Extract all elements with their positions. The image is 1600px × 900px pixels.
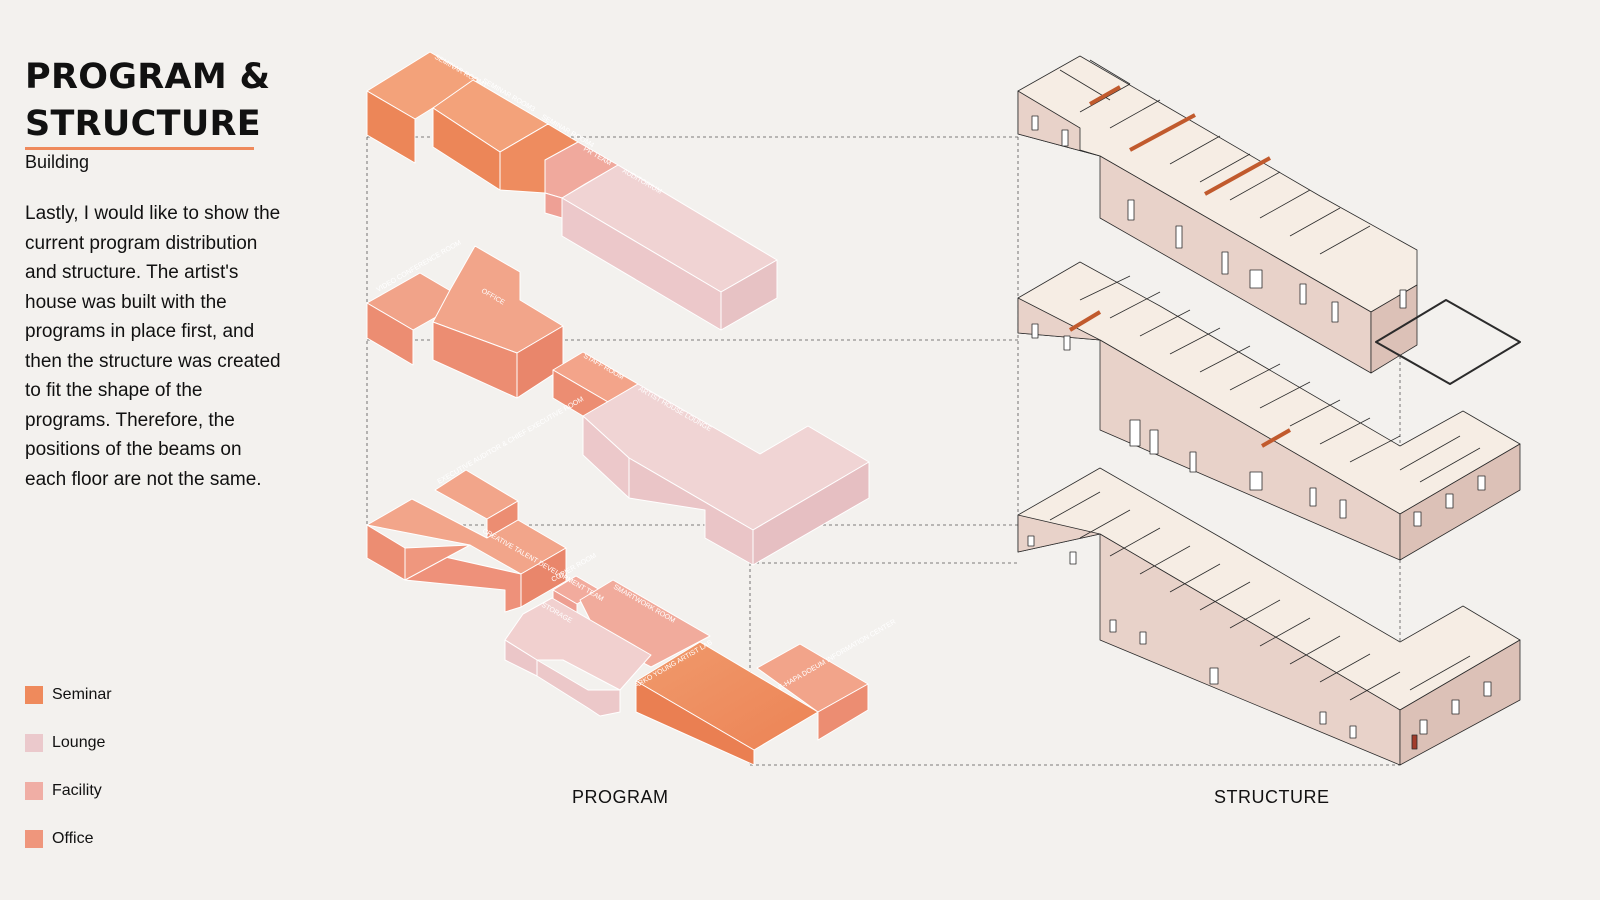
lounge-side <box>752 461 870 566</box>
legend-swatch-seminar <box>25 686 43 704</box>
structure-floor-1 <box>1017 467 1521 766</box>
auditorium-side <box>720 259 778 331</box>
video-conference-side <box>366 302 414 366</box>
title-line-2: STRUCTURE <box>25 104 261 144</box>
legend-swatch-facility <box>25 782 43 800</box>
legend-item-lounge: Lounge <box>25 734 165 752</box>
floor-3-windows <box>1031 115 1407 323</box>
program-floor-1 <box>366 469 869 766</box>
creative-talent-top <box>366 498 567 575</box>
floor-1-front-wall <box>1017 514 1401 766</box>
floor-1-door <box>1411 734 1418 750</box>
floor-2-beams <box>1068 310 1291 448</box>
creative-front-a <box>366 524 406 581</box>
floor-2-side-wall <box>1399 443 1521 561</box>
floor-1-windows <box>1027 535 1492 739</box>
legend-label: Lounge <box>52 734 106 751</box>
legend-item-facility: Facility <box>25 782 165 800</box>
floor-3-beams <box>1089 85 1271 196</box>
arko-lab-front <box>635 680 755 766</box>
legend-item-seminar: Seminar <box>25 686 165 704</box>
description-text: Lastly, I would like to show the current… <box>25 203 281 490</box>
pr-team-side <box>544 192 563 219</box>
legend-item-office: Office <box>25 830 165 848</box>
floor-3-terrace <box>1375 299 1521 385</box>
legend-swatch-office <box>25 830 43 848</box>
floor-2-interior-walls <box>1079 275 1481 483</box>
legend-swatch-lounge <box>25 734 43 752</box>
program-floor-2 <box>366 245 870 566</box>
floor-3-interior-walls <box>1059 59 1371 255</box>
legend-label: Office <box>52 830 94 847</box>
legend-label: Seminar <box>52 686 112 703</box>
title-underline <box>25 147 254 150</box>
storage-front-b <box>536 659 621 717</box>
floor-2-windows <box>1031 323 1486 527</box>
information-center-side <box>817 683 869 741</box>
creative-side <box>520 547 567 608</box>
structure-floor-3 <box>1017 55 1521 385</box>
floor-1-interior-walls <box>1049 491 1471 701</box>
structure-floor-2 <box>1017 261 1521 561</box>
seminar-room1-side <box>366 90 416 164</box>
program-caption: PROGRAM <box>572 787 669 807</box>
program-floor-3 <box>366 51 778 331</box>
legend-label: Facility <box>52 782 102 799</box>
creative-front-c <box>404 544 471 581</box>
label-executive-room: EXECUTIVE AUDITOR & CHIEF EXECUTIVE ROOM <box>437 396 586 486</box>
floor-1-side-wall <box>1399 639 1521 766</box>
structure-caption: STRUCTURE <box>1214 787 1330 807</box>
page-subtitle: Building <box>25 152 90 172</box>
page-title: PROGRAM & STRUCTURE <box>25 54 270 148</box>
title-line-1: PROGRAM & <box>25 57 271 97</box>
